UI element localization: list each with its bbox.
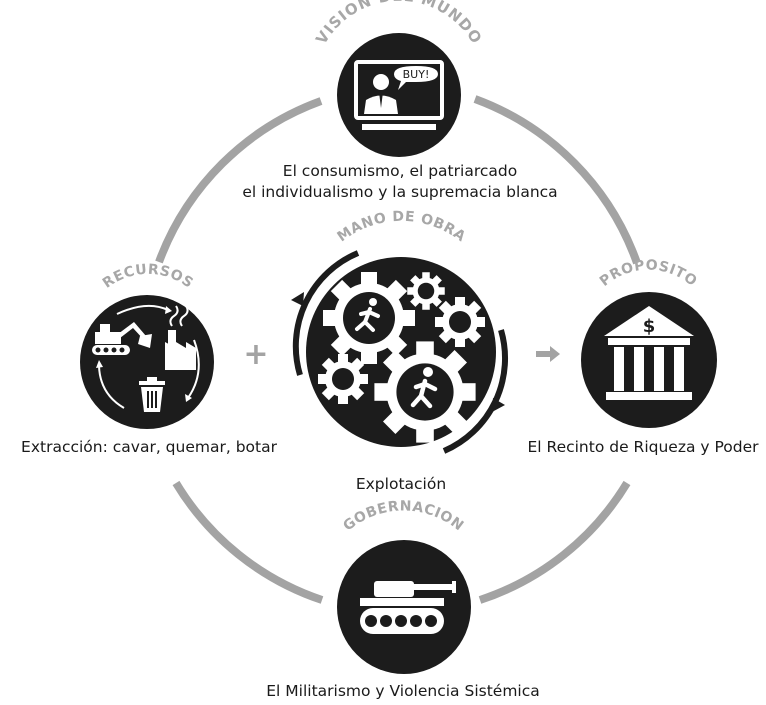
purpose-caption: El Recinto de Riqueza y Poder <box>527 438 759 456</box>
purpose-heading: PROPOSITO <box>597 257 700 289</box>
running-worker-icon-2 <box>410 367 438 409</box>
resources-circle <box>80 295 214 429</box>
excavator-icon <box>92 322 152 355</box>
ring-segment-bottom-left <box>172 480 324 604</box>
dollar-symbol: $ <box>643 316 656 337</box>
resources-heading: RECURSOS <box>100 262 196 292</box>
gears-workers-icon <box>318 272 485 443</box>
ring-segment-bottom-right <box>478 480 631 604</box>
arrow-connector <box>536 346 560 362</box>
labor-heading: MANO DE OBRA <box>335 209 469 246</box>
vision-caption-line1: El consumismo, el patriarcado <box>282 162 518 180</box>
running-worker-icon <box>355 298 380 332</box>
trash-can-icon <box>139 377 165 412</box>
buy-bubble-text: BUY! <box>403 68 430 81</box>
plus-connector: + <box>243 337 268 372</box>
cycle-arrow-left-head <box>291 292 304 306</box>
tank-icon <box>360 581 456 634</box>
labor-caption: Explotación <box>355 475 447 493</box>
labor-node: MANO DE OBRA <box>291 209 508 454</box>
governance-caption: El Militarismo y Violencia Sistémica <box>266 682 540 700</box>
tv-presenter-icon: BUY! <box>354 60 444 130</box>
extraction-cycle-icon <box>92 304 200 412</box>
governance-circle <box>337 540 471 674</box>
factory-icon <box>165 330 196 370</box>
resources-node: RECURSOS <box>80 262 214 429</box>
cycle-arrow-right-head <box>492 398 505 412</box>
outer-ring <box>155 95 641 604</box>
purpose-node: PROPOSITO $ <box>581 257 717 428</box>
resources-caption: Extracción: cavar, quemar, botar <box>21 438 277 456</box>
vision-caption-line2: el individualismo y la supremacia blanca <box>242 183 558 201</box>
vision-node: VISION DEL MUNDO BUY! <box>312 0 485 157</box>
bank-icon <box>604 306 694 400</box>
governance-node: GOBERNACION <box>337 498 471 674</box>
governance-heading: GOBERNACION <box>340 498 466 534</box>
ring-segment-top-left <box>155 97 323 264</box>
ring-segment-top-right <box>473 95 641 265</box>
cycle-arrow-left <box>292 250 360 376</box>
